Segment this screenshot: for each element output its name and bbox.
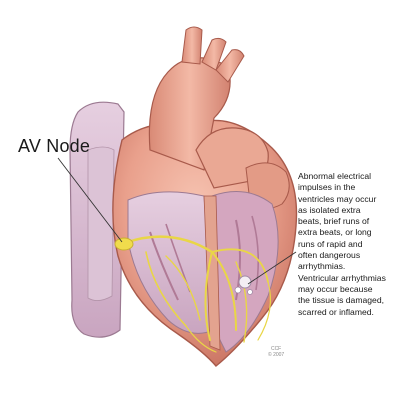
- description-line: impulses in the: [298, 182, 356, 193]
- copyright-owner: CCF: [270, 346, 282, 352]
- description-line: as isolated extra: [298, 204, 361, 215]
- description-line: the tissue is damaged,: [298, 295, 384, 306]
- description-line: Abnormal electrical: [298, 171, 372, 181]
- description-line: runs of rapid and: [298, 238, 363, 249]
- description-line: ventricles may occur: [298, 193, 377, 204]
- description-line: beats, brief runs of: [298, 216, 370, 227]
- av-node-leader-line: [57, 157, 123, 243]
- copyright-year: © 2007: [268, 352, 285, 358]
- description-line: scarred or inflamed.: [298, 306, 374, 317]
- aorta: [148, 26, 245, 171]
- description-line: often dangerous: [298, 250, 361, 261]
- ventricle-cutaway: [127, 191, 279, 353]
- vena-cava: [69, 101, 125, 338]
- description-line: may occur because: [298, 283, 373, 294]
- arrhythmia-description: Abnormal electrical impulses in the vent…: [298, 171, 400, 318]
- copyright-mark: CCF © 2007: [268, 346, 284, 358]
- description-line: arrhythmias.: [298, 261, 346, 272]
- description-leader-line: [247, 251, 297, 285]
- description-line: extra beats, or long: [298, 227, 372, 238]
- av-node: [114, 237, 134, 251]
- description-line: Ventricular arrhythmias: [298, 272, 386, 283]
- av-node-label: AV Node: [18, 136, 91, 156]
